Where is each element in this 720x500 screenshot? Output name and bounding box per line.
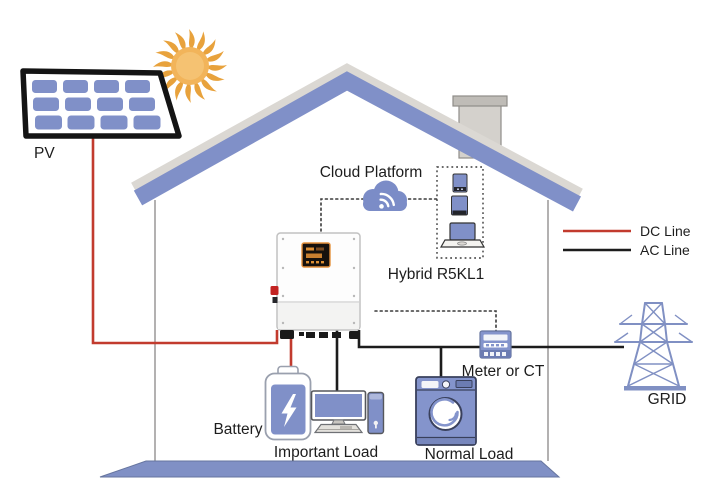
pv-panel-icon: [20, 68, 182, 139]
washing-machine-icon: [415, 376, 477, 446]
dc-line-pv: [91, 136, 279, 345]
grid-tower-icon: [614, 302, 693, 391]
phone-icon: [452, 173, 468, 193]
inverter-display: [301, 242, 331, 268]
sun-icon: [153, 29, 227, 103]
roof: [133, 71, 582, 212]
pc-tower-icon: [367, 391, 385, 435]
inverter-connectors: [280, 330, 360, 339]
comm-line-meter: [374, 310, 497, 332]
house: [99, 63, 583, 478]
lightning-bolt-icon: [281, 394, 297, 427]
meter-label: Meter or CT: [462, 363, 545, 380]
grid-label: GRID: [648, 391, 687, 408]
monitor-icon: [310, 390, 367, 434]
pv-label: PV: [34, 145, 55, 162]
important-load-icon: [310, 390, 385, 435]
legend: DC Line AC Line: [563, 223, 691, 258]
inverter-model-label: Hybrid R5KL1: [388, 266, 485, 283]
keyboard-icon: [313, 423, 364, 434]
floor: [99, 460, 561, 478]
dc-switch: [270, 286, 279, 303]
roof-ridge: [131, 63, 583, 200]
legend-ac-label: AC Line: [640, 242, 690, 258]
inverter-icon: [270, 232, 361, 339]
important-load-label: Important Load: [274, 444, 378, 461]
battery-icon: [264, 365, 312, 441]
cloud-platform-label: Cloud Platform: [320, 164, 423, 181]
cloud-icon: [363, 180, 407, 211]
wifi-icon: [379, 192, 395, 209]
laptop-icon: [439, 222, 486, 248]
meter-icon: [479, 330, 512, 359]
legend-dc-label: DC Line: [640, 223, 691, 239]
battery-label: Battery: [213, 421, 262, 438]
devices-box: [436, 166, 486, 259]
normal-load-label: Normal Load: [425, 446, 514, 463]
tablet-icon: [451, 195, 468, 216]
